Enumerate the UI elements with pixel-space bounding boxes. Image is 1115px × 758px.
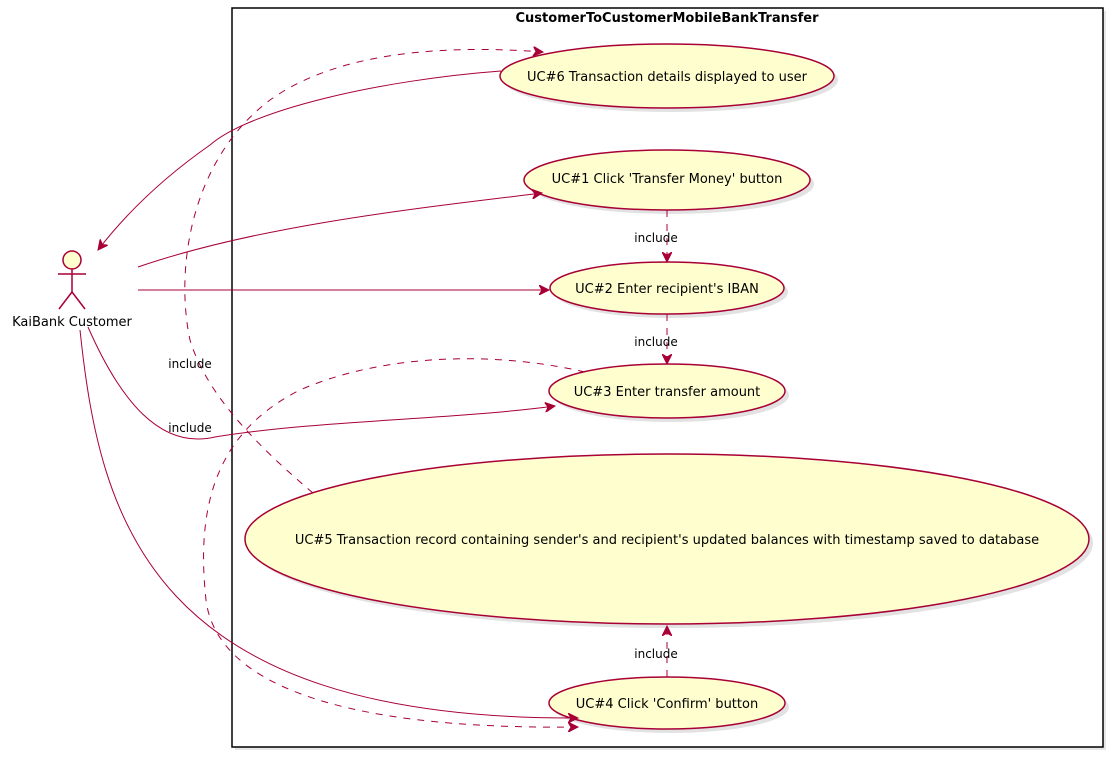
label-include-uc4-uc5: include [634, 647, 677, 661]
actor-customer: KaiBank Customer [12, 250, 133, 330]
use-case-uc4: UC#4 Click 'Confirm' button [548, 676, 789, 733]
label-include-uc1-uc2: include [634, 231, 677, 245]
assoc-actor-uc3 [87, 326, 555, 440]
relation-labels: include include include include include [168, 231, 677, 661]
use-case-uc1: UC#1 Click 'Transfer Money' button [523, 149, 814, 214]
assoc-actor-uc1 [137, 193, 542, 268]
assoc-uc6-actor [98, 70, 502, 250]
uc3-label: UC#3 Enter transfer amount [574, 385, 761, 400]
use-case-uc3: UC#3 Enter transfer amount [548, 363, 789, 422]
actor-head [62, 250, 82, 270]
include-relations [184, 49, 667, 727]
assoc-actor-uc4 [79, 329, 578, 718]
uc6-label: UC#6 Transaction details displayed to us… [527, 70, 808, 85]
uc5-label: UC#5 Transaction record containing sende… [295, 533, 1039, 548]
uc2-label: UC#2 Enter recipient's IBAN [575, 282, 759, 297]
uc1-label: UC#1 Click 'Transfer Money' button [552, 172, 783, 187]
label-include-uc5-uc6: include [168, 357, 211, 371]
use-case-uc5: UC#5 Transaction record containing sende… [244, 453, 1093, 628]
system-title: CustomerToCustomerMobileBankTransfer [516, 11, 820, 26]
actor-label: KaiBank Customer [12, 315, 132, 330]
uc4-label: UC#4 Click 'Confirm' button [576, 697, 758, 712]
include-uc3-uc4 [203, 358, 586, 727]
label-include-uc2-uc3: include [634, 335, 677, 349]
label-include-uc3-uc4: include [168, 421, 211, 435]
use-case-uc2: UC#2 Enter recipient's IBAN [549, 261, 788, 318]
associations [79, 70, 578, 718]
use-case-uc6: UC#6 Transaction details displayed to us… [499, 43, 838, 112]
